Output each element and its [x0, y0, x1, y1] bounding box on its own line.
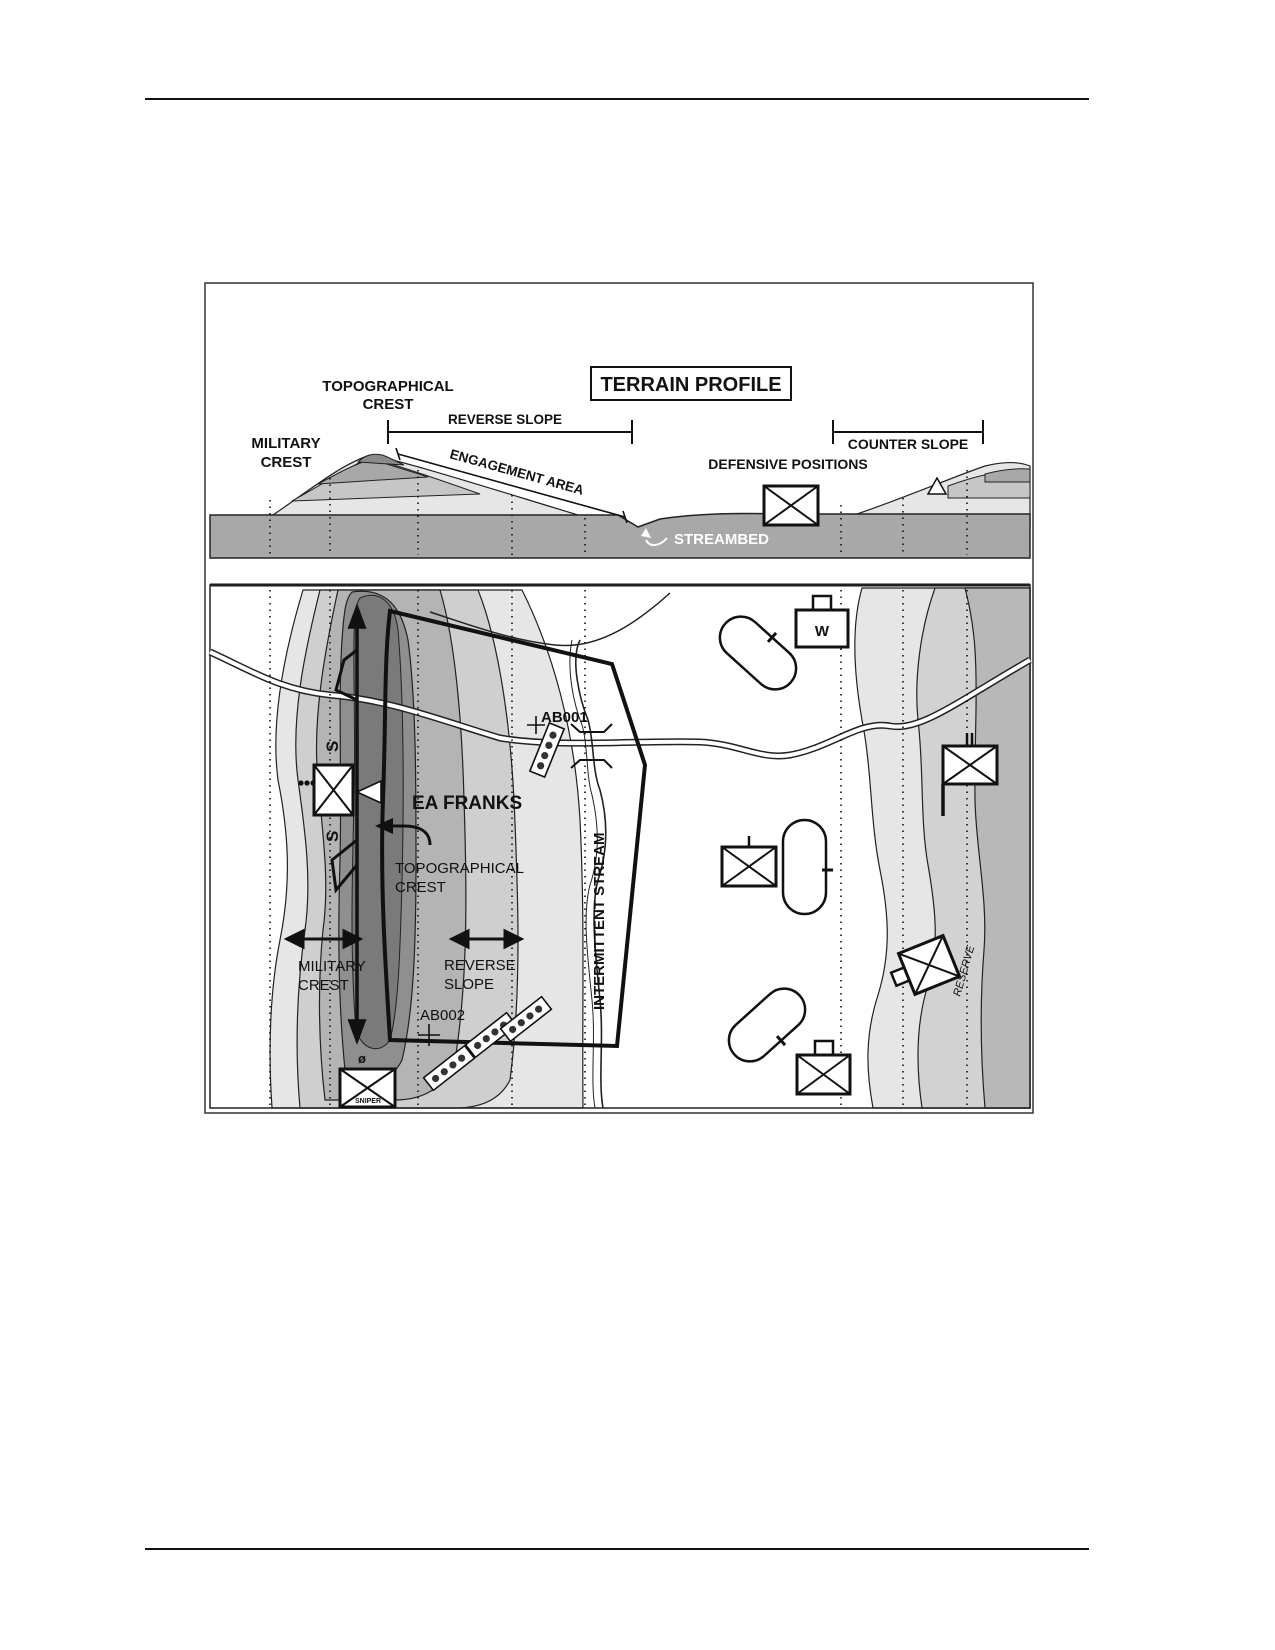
lower-defensive-unit-icon [795, 1039, 852, 1096]
ab002-minefield-icon-1 [422, 1044, 476, 1092]
streambed-label: STREAMBED [674, 531, 769, 548]
counter-slope-bracket [832, 420, 984, 444]
map-view: S S EA FRANKS TOPOGRAPHICAL CREST MILITA… [208, 583, 1032, 1109]
terrain-profile-title-box [590, 366, 792, 401]
intermittent-stream-label: INTERMITTENT STREAM [591, 833, 608, 1011]
ab002-label: AB002 [420, 1007, 465, 1024]
battle-position-3-icon [727, 987, 807, 1063]
ab001-minefield-icon [528, 721, 566, 779]
footer-rule [145, 1548, 1089, 1550]
profile-topo-crest-label-1: TOPOGRAPHICAL [322, 378, 453, 395]
map-topo-crest-label-1: TOPOGRAPHICAL [395, 860, 524, 877]
right-defensive-unit-icon [941, 733, 999, 816]
screen-s-label-1: S [323, 741, 342, 752]
profile-reference-lines [269, 470, 968, 555]
profile-military-crest-label-2: CREST [261, 454, 312, 471]
ab001-target-icon [527, 716, 545, 734]
ea-franks-label: EA FRANKS [412, 793, 522, 814]
sniper-label: SNIPER [355, 1098, 381, 1105]
reserve-unit-icon [889, 933, 962, 997]
profile-defensive-unit-icon [762, 484, 820, 527]
defensive-positions-label: DEFENSIVE POSITIONS [708, 456, 867, 472]
ab002-target-icon [418, 1024, 440, 1046]
profile-military-crest-label-1: MILITARY [251, 435, 320, 452]
screen-s-label-2: S [323, 831, 342, 842]
counter-slope-label: COUNTER SLOPE [848, 436, 969, 452]
null-symbol-label: ø [358, 1051, 366, 1066]
map-frame [209, 584, 1031, 1109]
profile-observation-post-icon [926, 476, 948, 495]
map-ridge-unit-icon [298, 763, 355, 817]
stream-crossing-icon [570, 723, 613, 769]
streambed-arrow-icon [645, 537, 668, 546]
reverse-slope-arrow-icon [448, 928, 525, 950]
ground-slab [209, 512, 1031, 559]
intermittent-stream-line-2 [569, 639, 598, 1109]
reverse-slope-label: REVERSE SLOPE [448, 412, 562, 427]
intermittent-stream-line [575, 639, 607, 1109]
map-reverse-slope-label-1: REVERSE [444, 957, 516, 974]
battle-position-1-icon [718, 615, 798, 691]
left-hill-peak [356, 453, 405, 466]
map-observation-post-icon [355, 779, 382, 805]
profile-topo-crest-label-2: CREST [363, 396, 414, 413]
ab002-minefield-icon-2 [464, 1011, 518, 1059]
topo-crest-arrow-icon [392, 824, 432, 846]
engagement-area-bracket [395, 447, 628, 524]
map-upper-stream [429, 592, 671, 647]
streambed-arrowhead-icon [641, 528, 651, 538]
sniper-unit-icon [338, 1067, 397, 1109]
weapons-w-label: W [815, 623, 830, 640]
map-military-crest-label-2: CREST [298, 977, 349, 994]
map-topo-crest-label-2: CREST [395, 879, 446, 896]
map-reverse-slope-label-2: SLOPE [444, 976, 494, 993]
screen-line [330, 602, 367, 1046]
right-ridge-contour-3 [964, 587, 1031, 1109]
reverse-slope-bracket [387, 420, 633, 444]
military-crest-arrow-icon [283, 928, 364, 950]
left-ridge-crest [351, 594, 404, 1050]
terrain-profile-title: TERRAIN PROFILE [600, 374, 781, 396]
ab002-minefield-icon-3 [499, 995, 553, 1043]
right-hill-band-2 [984, 468, 1031, 483]
engagement-area-boundary [380, 608, 648, 1049]
battle-position-2-icon [781, 818, 833, 916]
map-military-crest-label-1: MILITARY [298, 958, 366, 975]
center-defensive-unit-icon [720, 836, 778, 888]
weapons-unit-icon [794, 594, 850, 649]
terrain-profile: TERRAIN PROFILE TOPOGRAPHICAL CREST MILI… [209, 366, 1031, 559]
topo-crest-arrowhead-icon [375, 818, 393, 834]
header-rule [145, 98, 1089, 100]
ab001-label: AB001 [541, 709, 588, 726]
